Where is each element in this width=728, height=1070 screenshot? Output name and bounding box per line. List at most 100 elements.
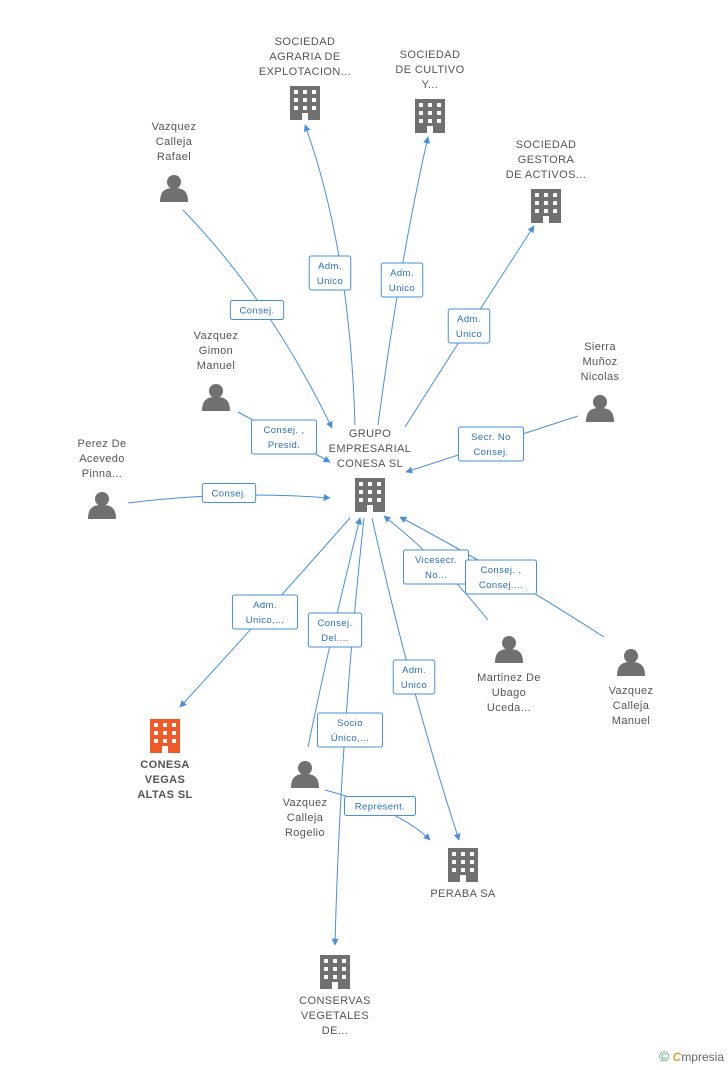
building-icon xyxy=(448,848,478,882)
company-node-grupo[interactable]: GRUPO EMPRESARIAL CONESA SL xyxy=(329,428,412,512)
edge-label-text: Represent. xyxy=(355,802,405,813)
node-label: DE CULTIVO xyxy=(395,64,464,76)
edge-label[interactable]: Adm. Unico xyxy=(392,659,436,695)
edge-label-box xyxy=(307,612,363,648)
building-icon xyxy=(531,189,561,223)
node-label: SOCIEDAD xyxy=(275,36,336,48)
edge-label[interactable]: Consej. xyxy=(229,300,285,320)
edge-label-box xyxy=(250,419,318,455)
node-label: EMPRESARIAL xyxy=(329,443,412,455)
edge-label[interactable]: Represent. xyxy=(344,796,416,816)
node-label: Uceda... xyxy=(487,702,531,714)
edge-label[interactable]: Adm. Unico xyxy=(447,308,491,344)
edge-label-text: Unico xyxy=(317,276,343,287)
building-icon xyxy=(320,955,350,989)
edge-labels-layer: Adm.UnicoAdm.UnicoAdm.UnicoConsej.Consej… xyxy=(201,255,537,816)
node-label: Rogelio xyxy=(285,827,325,839)
edge-label[interactable]: SocioÚnico,... xyxy=(316,712,384,748)
edge-label-box xyxy=(229,300,285,320)
edge-label-text: Adm. xyxy=(390,268,414,279)
node-label: Pinna... xyxy=(82,468,123,480)
node-label: GRUPO xyxy=(349,428,391,440)
edge-label[interactable]: Consej. xyxy=(201,483,257,503)
edge-label[interactable]: Adm.Unico,... xyxy=(231,594,299,630)
edge-label-text: Consej. , xyxy=(263,425,304,436)
footer-brand: © Cmpresia xyxy=(659,1048,724,1064)
edge-label-text: Unico xyxy=(401,680,427,691)
node-label: DE... xyxy=(322,1025,348,1037)
node-label: DE ACTIVOS... xyxy=(506,169,586,181)
edge-label-box xyxy=(308,255,352,291)
building-icon xyxy=(150,719,180,753)
node-label: EXPLOTACION... xyxy=(259,66,351,78)
node-label: Vazquez xyxy=(194,330,239,342)
company-node-peraba[interactable]: PERABA SA xyxy=(430,848,496,900)
edge-label-text: Adm. xyxy=(253,600,277,611)
node-label: Calleja xyxy=(287,812,324,824)
edge-label-text: Unico xyxy=(456,329,482,340)
node-label: Calleja xyxy=(156,136,193,148)
node-label: Perez De xyxy=(77,438,126,450)
node-label: Acevedo xyxy=(79,453,125,465)
node-label: Manuel xyxy=(612,715,650,727)
copyright-symbol: © xyxy=(658,1048,670,1064)
node-label: Sierra xyxy=(584,341,616,353)
edge-label[interactable]: Consej. ,Presid. xyxy=(250,419,318,455)
edge-label-box xyxy=(457,426,525,462)
edge-label[interactable]: Adm.Unico xyxy=(380,262,424,298)
edge-label[interactable]: Vicesecr.No... xyxy=(402,549,470,585)
edge-label-text: Secr. No xyxy=(471,432,511,443)
node-label: Nicolas xyxy=(581,371,620,383)
edge-label-text: Adm. xyxy=(457,314,481,325)
building-icon xyxy=(290,86,320,120)
edge-label[interactable]: Adm. Unico xyxy=(308,255,352,291)
company-node-scy[interactable]: SOCIEDAD DE CULTIVO Y... xyxy=(395,49,464,133)
building-icon xyxy=(415,99,445,133)
person-icon xyxy=(291,761,319,788)
brand-name: mpresia xyxy=(681,1050,724,1064)
node-label: Calleja xyxy=(613,700,650,712)
node-label: Ubago xyxy=(492,687,526,699)
node-label: Rafael xyxy=(157,151,191,163)
person-node-mdu[interactable]: Martinez DeUbagoUceda... xyxy=(477,636,541,714)
company-node-cvd[interactable]: CONSERVASVEGETALESDE... xyxy=(299,955,371,1037)
person-icon xyxy=(617,649,645,676)
node-label: AGRARIA DE xyxy=(269,51,340,63)
person-node-pap[interactable]: Perez De AcevedoPinna... xyxy=(77,438,126,519)
node-label: Vazquez xyxy=(152,121,197,133)
edge-label-box xyxy=(316,712,384,748)
edge-label[interactable]: Consej. ,Consej.... xyxy=(465,559,537,595)
edge-label-box xyxy=(465,559,537,595)
brand-initial: C xyxy=(672,1050,682,1064)
edge-label-text: Socio xyxy=(337,718,363,729)
node-label: Vazquez xyxy=(609,685,654,697)
edge-label-box xyxy=(380,262,424,298)
node-label: CONESA SL xyxy=(337,458,403,470)
node-label: SOCIEDAD xyxy=(400,49,461,61)
edge-label-box xyxy=(201,483,257,503)
edge-label-text: Consej.... xyxy=(479,580,523,591)
node-label: CONSERVAS xyxy=(299,995,371,1007)
node-label: Vazquez xyxy=(283,797,328,809)
edge-label-text: Adm. xyxy=(402,665,426,676)
edge-label-text: Vicesecr. xyxy=(415,555,457,566)
node-label: VEGAS xyxy=(145,774,186,786)
node-label: CONESA xyxy=(140,759,189,771)
edge-label-box xyxy=(392,659,436,695)
person-icon xyxy=(160,175,188,202)
edge-label-box xyxy=(447,308,491,344)
edge-label[interactable]: Consej.Del.... xyxy=(307,612,363,648)
company-node-sac1[interactable]: SOCIEDAD AGRARIA DE EXPLOTACION... xyxy=(259,36,351,120)
edges-layer xyxy=(127,124,605,946)
node-label: Y... xyxy=(422,79,439,91)
edge-label-text: Adm. xyxy=(318,261,342,272)
